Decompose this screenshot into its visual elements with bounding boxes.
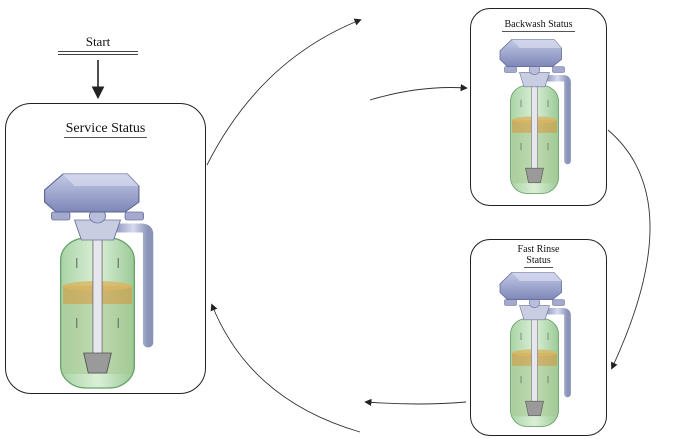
arrow-return-to-service	[210, 303, 361, 433]
fast-rinse-tank-illustration	[500, 272, 568, 426]
arrow-into-backwash	[369, 84, 468, 101]
service-tank-illustration	[45, 174, 148, 388]
arrow-service-to-backwash	[206, 18, 362, 166]
start-label: Start	[85, 34, 111, 49]
start-underline-2	[58, 54, 138, 55]
service-status-title: Service Status	[63, 121, 148, 138]
arrow-fast-rinse-out	[364, 398, 467, 406]
backwash-status-title: Backwash Status	[502, 19, 575, 32]
fast-rinse-status-title: Fast Rinse Status	[517, 244, 560, 268]
start-underline-1	[58, 51, 138, 52]
arrow-backwash-to-fast-rinse	[607, 129, 651, 370]
backwash-tank-illustration	[500, 39, 568, 193]
